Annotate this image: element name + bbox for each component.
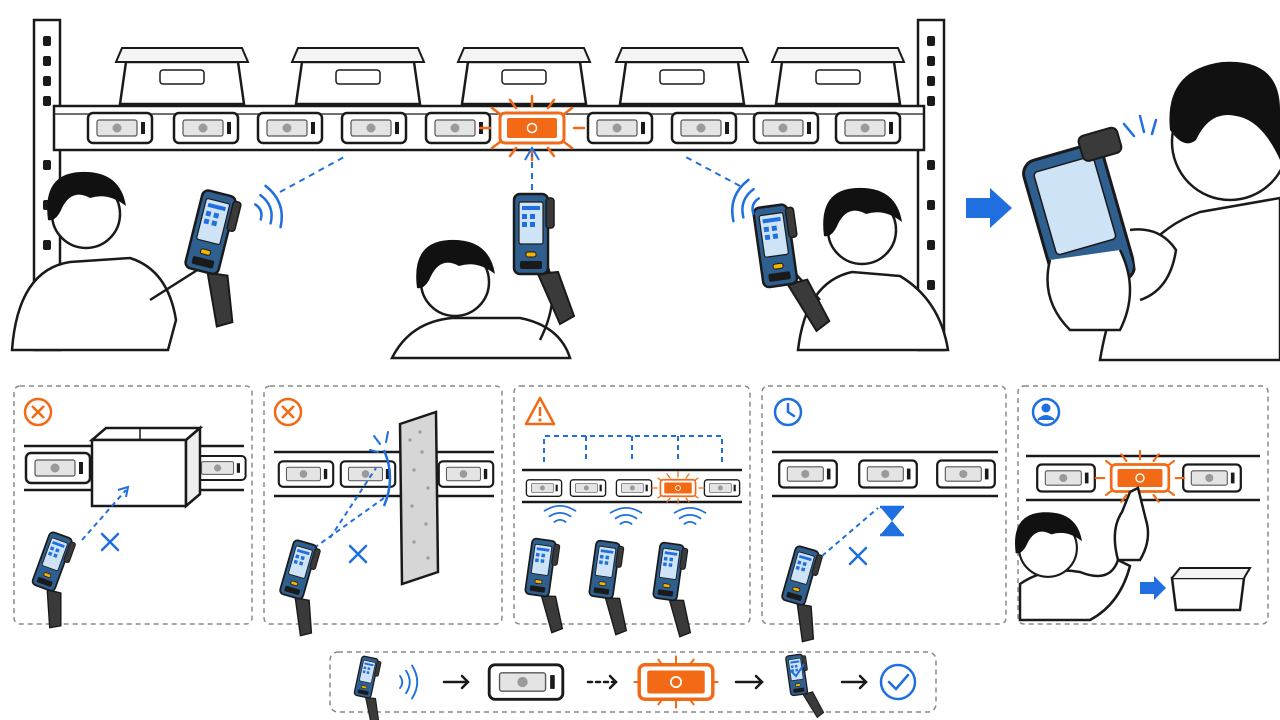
box-icon — [88, 425, 204, 509]
handheld-scanner-icon — [751, 198, 832, 339]
panel-manual-pick — [1013, 385, 1269, 625]
worker-icon — [10, 170, 211, 352]
arrow-right-icon — [966, 188, 1012, 228]
metal-plate-icon — [398, 410, 440, 586]
shelf-tag-icon — [277, 460, 495, 488]
arrow-right-icon — [734, 674, 764, 690]
handheld-device-confirm-icon — [784, 651, 825, 720]
arrow-right-icon — [840, 674, 868, 690]
shelf-tag-icon — [487, 663, 565, 701]
wave-signal-icon — [399, 664, 419, 700]
check-circle-icon — [879, 663, 917, 701]
arrow-right-icon — [586, 674, 618, 690]
x-circle-icon — [23, 397, 53, 427]
clock-icon — [773, 397, 803, 427]
panel-read-timeout — [761, 385, 1007, 646]
wave-signal-icon — [543, 505, 707, 525]
arrow-right-icon — [1140, 576, 1166, 600]
handheld-scanner-icon — [347, 655, 393, 720]
x-mark-icon — [100, 532, 120, 552]
shelf-tag-icon — [778, 459, 996, 489]
handheld-device-closeup — [1022, 126, 1178, 332]
process-flow-strip — [329, 651, 937, 720]
empty-bin-icon — [1170, 567, 1252, 612]
panel-box-obstruction — [13, 385, 253, 632]
arrow-up-icon — [524, 146, 540, 161]
hourglass-icon — [880, 505, 904, 537]
handheld-scanner-icon — [170, 188, 264, 332]
handheld-scanner-icon — [512, 192, 576, 326]
panel-metal-interference — [263, 385, 503, 640]
warning-icon — [524, 396, 556, 426]
lit-shelf-tag-icon — [651, 471, 705, 505]
handheld-scanner-icon — [770, 544, 838, 646]
arrow-right-icon — [442, 674, 470, 690]
lit-shelf-tag-icon — [633, 655, 719, 709]
handheld-scanner-icon — [18, 530, 91, 632]
x-circle-icon — [273, 397, 303, 427]
handheld-scanner-icon — [519, 537, 704, 639]
x-mark-icon — [848, 546, 868, 566]
worker-icon — [1098, 61, 1280, 362]
x-mark-icon — [348, 544, 368, 564]
hand-pointer-icon — [1113, 486, 1150, 562]
shelf-tag-icon — [525, 479, 741, 497]
panel-multi-tag-collision — [513, 385, 751, 639]
worker-icon — [1013, 511, 1132, 622]
user-icon — [1031, 397, 1061, 427]
scan-beam-lines — [279, 154, 741, 193]
storage-bin-icon — [114, 46, 906, 106]
